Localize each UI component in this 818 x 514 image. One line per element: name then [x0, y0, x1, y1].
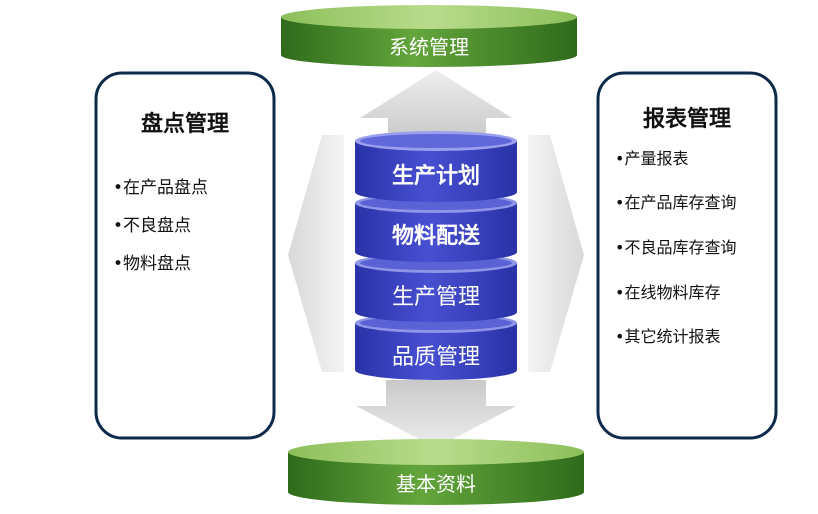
disk-label-production-management: 生产管理 [391, 285, 480, 310]
right-arrow [528, 135, 584, 372]
down-arrow [356, 380, 516, 448]
left-arrow [288, 135, 344, 372]
right-card-item: •不良品库存查询 [615, 238, 737, 257]
right-card-item: •在产品库存查询 [615, 193, 737, 212]
up-arrow [360, 70, 512, 140]
left-card-item: •在产品盘点 [113, 178, 209, 198]
disk-stack [355, 131, 517, 380]
right-card-item: •在线物料库存 [615, 283, 721, 302]
left-card-title: 盘点管理 [140, 112, 229, 137]
disk-label-material-delivery: 物料配送 [391, 224, 480, 249]
right-card-item: •产量报表 [615, 149, 689, 168]
left-card-frame [94, 71, 276, 440]
right-card-item: •其它统计报表 [615, 327, 721, 346]
disk-label-production-plan: 生产计划 [391, 164, 480, 189]
left-card-item: •不良盘点 [113, 216, 192, 236]
disk-1 [355, 131, 517, 202]
top-plate [281, 5, 577, 67]
left-card-item: •物料盘点 [113, 254, 192, 274]
disk-label-quality-management: 品质管理 [391, 345, 480, 370]
top-plate-label: 系统管理 [389, 35, 469, 59]
right-card-title: 报表管理 [642, 107, 731, 132]
right-card-frame [596, 71, 778, 440]
bottom-plate-label: 基本资料 [396, 472, 476, 496]
bottom-plate [288, 439, 584, 505]
